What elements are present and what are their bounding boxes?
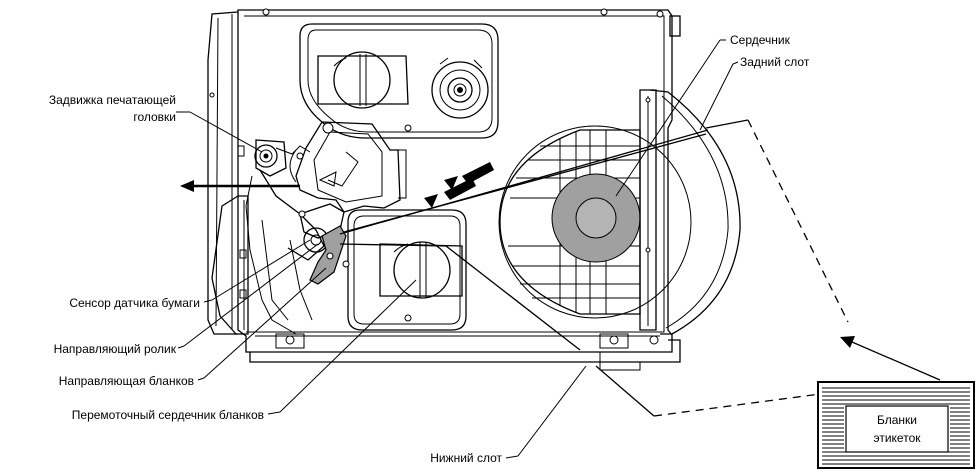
label-guide-roller: Направляющий ролик: [54, 342, 177, 356]
label-head-latch-line2: головки: [133, 110, 176, 124]
ribbon-supply-spindle: [317, 51, 409, 109]
label-paper-sensor: Сенсор датчика бумаги: [69, 296, 200, 310]
media-core: [551, 173, 641, 263]
label-label-guide: Направляющая бланков: [59, 374, 194, 388]
label-head-latch-line1: Задвижка печатающей: [49, 93, 176, 107]
ribbon-takeup-spindle: [431, 57, 489, 119]
media-supply-roll: [498, 89, 741, 335]
label-bottom-slot: Нижний слот: [430, 451, 502, 465]
paper-sensor: [309, 225, 347, 285]
labels-box-text-line2: этикеток: [873, 431, 921, 445]
feed-arrows: [180, 162, 494, 208]
callout-leaders: [176, 39, 739, 459]
label-rear-slot: Задний слот: [740, 55, 810, 69]
ribbon-compartment: [299, 23, 499, 139]
head-latch: [254, 139, 311, 177]
label-rewind-core: Перемоточный сердечник бланков: [72, 408, 264, 422]
labels-box-text-line1: Бланки: [877, 413, 917, 427]
labels-media-box: Бланки этикеток: [817, 381, 975, 469]
rewind-compartment: [342, 209, 467, 331]
media-path: [339, 119, 849, 417]
label-core: Сердечник: [730, 33, 791, 47]
rewind-core: [379, 241, 463, 299]
printer-body: [207, 8, 681, 371]
lower-guide-arm: [245, 169, 325, 335]
